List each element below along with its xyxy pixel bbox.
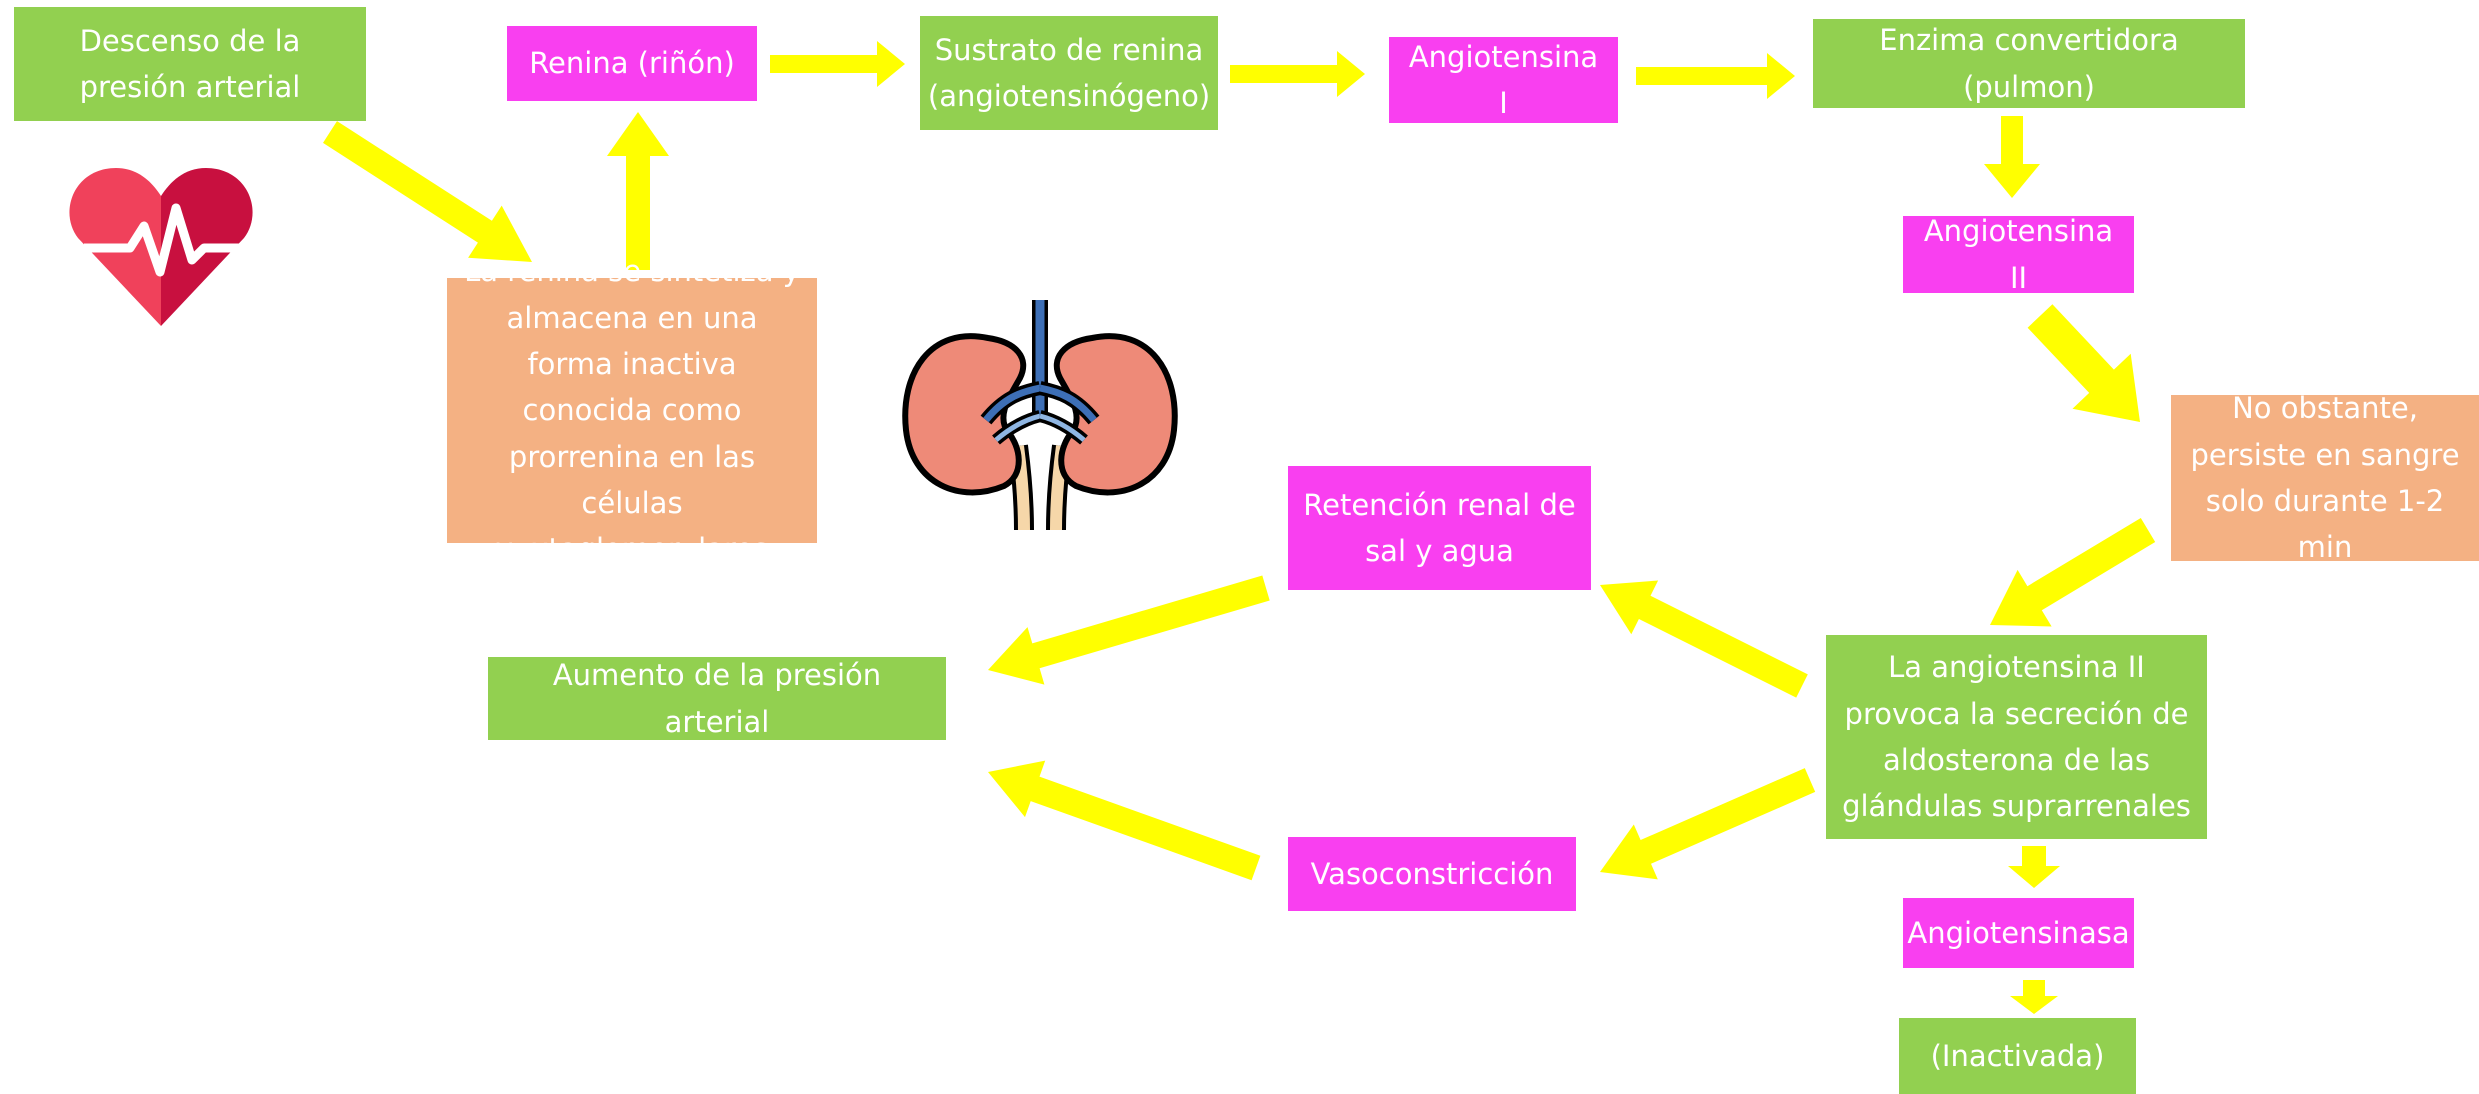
arrow-renina-to-sustrato <box>770 41 905 87</box>
arrow-sintetiza-to-renina <box>607 112 669 270</box>
node-descenso-presion: Descenso de la presión arterial <box>14 7 366 121</box>
arrow-retencion-to-aumento <box>988 575 1270 685</box>
node-descenso-presion-text: Descenso de la presión arterial <box>79 23 301 104</box>
node-angiotensina-i-text: Angiotensina I <box>1408 39 1599 120</box>
arrow-angiotensinasa-to-inactivada <box>2010 980 2058 1014</box>
node-no-obstante: No obstante, persiste en sangre solo dur… <box>2171 391 2479 564</box>
node-angiotensina-ii-provoca-text: La angiotensina II provoca la secreción … <box>1842 650 2191 824</box>
arrow-vasoconstriccion-to-aumento <box>988 760 1261 881</box>
arrow-no-obstante-to-provoca <box>1990 518 2156 627</box>
node-inactivada: (Inactivada) <box>1899 1018 2136 1094</box>
node-vasoconstriccion: Vasoconstricción <box>1288 837 1576 911</box>
node-retencion-renal-text: Retención renal de sal y agua <box>1303 487 1576 568</box>
kidneys-icon <box>902 300 1178 531</box>
node-angiotensinasa: Angiotensinasa <box>1903 898 2134 968</box>
node-angiotensina-ii-text: Angiotensina II <box>1923 214 2114 295</box>
node-angiotensinasa-text: Angiotensinasa <box>1907 915 2130 950</box>
arrow-ang-i-to-enzima <box>1636 53 1795 99</box>
arrow-enzima-to-ang-ii <box>1984 116 2040 198</box>
arrow-provoca-to-angiotensinasa <box>2008 846 2060 888</box>
node-angiotensina-i: Angiotensina I <box>1389 37 1618 123</box>
node-sustrato-renina: Sustrato de renina (angiotensinógeno) <box>920 16 1218 130</box>
arrow-sustrato-to-ang-i <box>1230 51 1365 97</box>
node-renina-text: Renina (riñón) <box>529 46 735 81</box>
arrow-ang-ii-to-no-obstante <box>2027 304 2140 422</box>
node-angiotensina-ii-provoca: La angiotensina II provoca la secreción … <box>1826 635 2207 839</box>
node-vasoconstriccion-text: Vasoconstricción <box>1310 856 1554 891</box>
node-no-obstante-text: No obstante, persiste en sangre solo dur… <box>2190 391 2460 565</box>
node-sustrato-renina-text: Sustrato de renina (angiotensinógeno) <box>927 32 1211 113</box>
node-renina-sintetiza: La renina se sintetiza y almacena en una… <box>447 254 817 566</box>
node-aumento-presion-text: Aumento de la presión arterial <box>552 658 882 739</box>
node-renina-sintetiza-text: La renina se sintetiza y almacena en una… <box>464 254 800 567</box>
node-angiotensina-ii: Angiotensina II <box>1903 214 2134 295</box>
arrow-descenso-to-sintetiza <box>323 121 532 262</box>
arrow-provoca-to-retencion <box>1600 580 1808 698</box>
arrow-provoca-to-vasoconstriccion <box>1600 768 1816 880</box>
node-enzima-convertidora: Enzima convertidora (pulmon) <box>1813 19 2245 108</box>
node-aumento-presion: Aumento de la presión arterial <box>488 657 946 740</box>
node-retencion-renal: Retención renal de sal y agua <box>1288 466 1591 590</box>
heart-rate-icon <box>69 168 253 326</box>
node-renina: Renina (riñón) <box>507 26 757 101</box>
node-inactivada-text: (Inactivada) <box>1930 1038 2105 1073</box>
node-enzima-convertidora-text: Enzima convertidora (pulmon) <box>1879 23 2179 104</box>
